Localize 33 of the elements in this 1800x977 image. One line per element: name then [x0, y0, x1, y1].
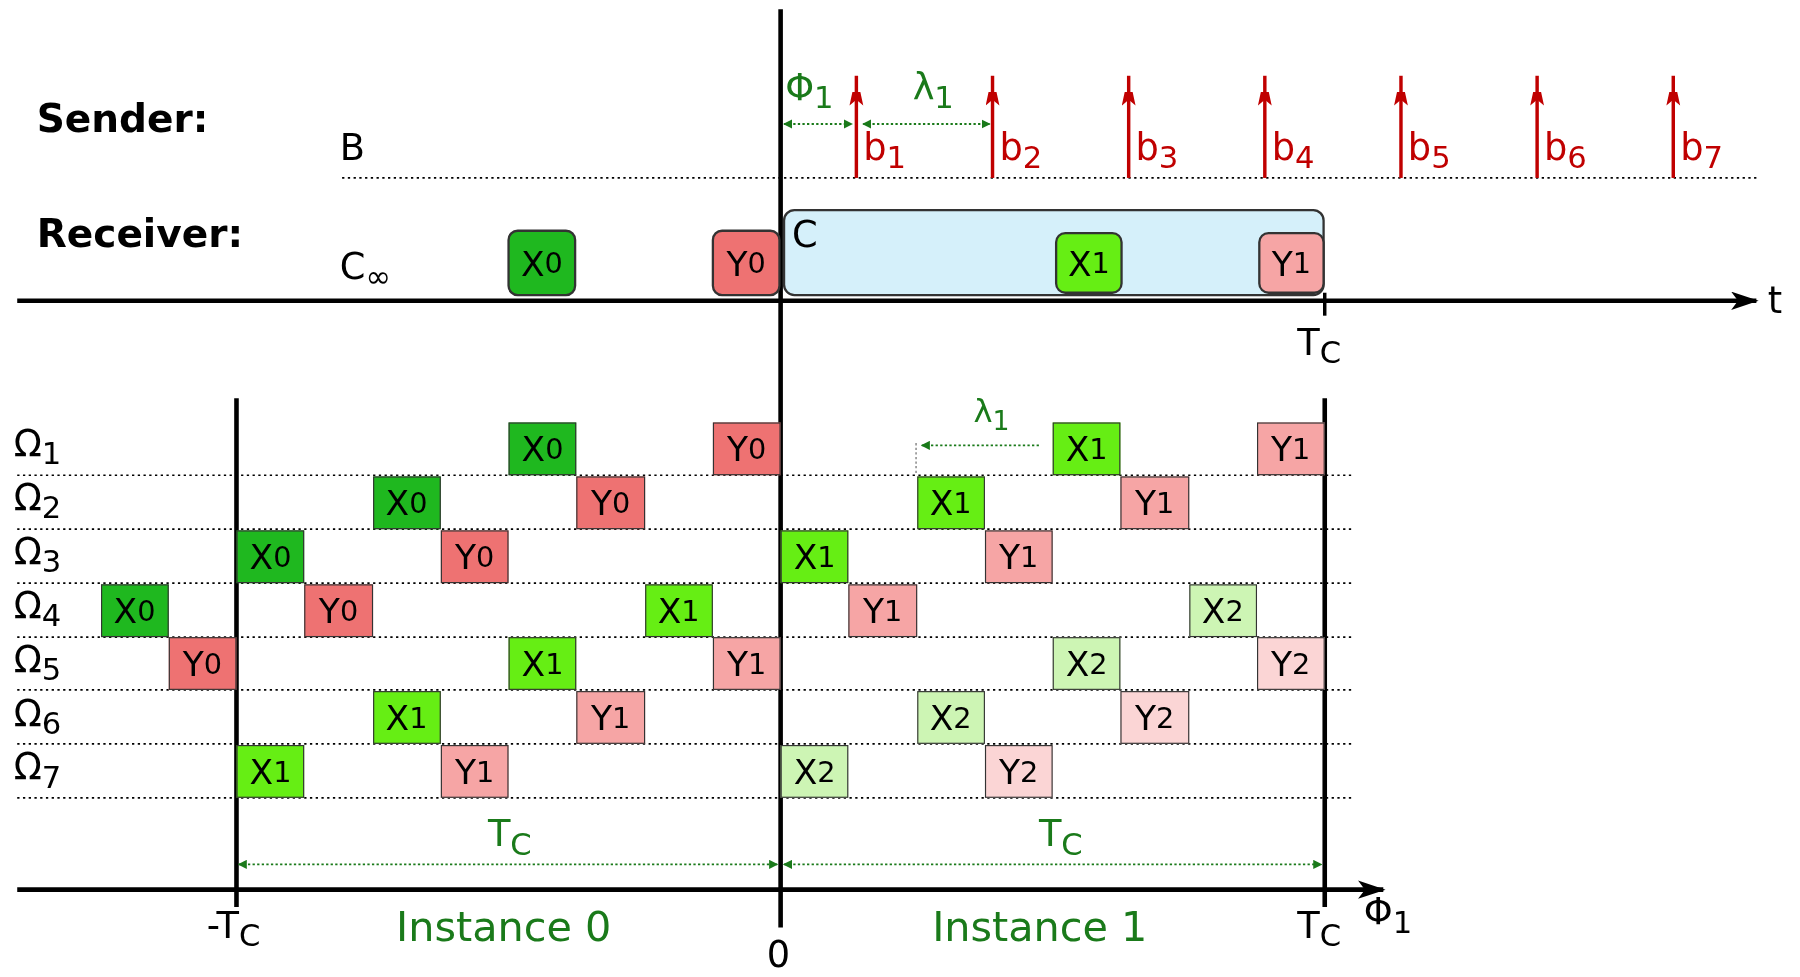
row-label: Ω$_{3}$: [13, 532, 62, 578]
beacon-label: b$_{2}$: [999, 128, 1043, 174]
signal-label: C$_{∞}$: [339, 247, 391, 293]
row-label: Ω$_{4}$: [13, 586, 62, 632]
dimension-label: λ$_{1}$: [912, 68, 954, 114]
dimension-label: T$_{C}$: [1038, 815, 1083, 860]
window-label: C: [792, 215, 818, 253]
tick-label: -T$_{C}$: [206, 906, 261, 952]
axis-label: t: [1767, 282, 1783, 320]
beacon-label: b$_{6}$: [1544, 128, 1587, 174]
dimension-label: Φ$_{1}$: [785, 68, 834, 114]
beacon-label: b$_{7}$: [1680, 128, 1723, 174]
dimension-label: λ$_{1}$: [973, 396, 1010, 435]
beacon-label: b$_{1}$: [863, 128, 907, 174]
beacon-label: b$_{4}$: [1271, 128, 1315, 174]
row-label: Receiver:: [36, 213, 244, 253]
instance-label: Instance 1: [932, 906, 1148, 949]
row-label: Ω$_{5}$: [13, 640, 62, 686]
beacon-label: b$_{5}$: [1407, 128, 1451, 174]
row-label: Ω$_{1}$: [13, 424, 62, 470]
tick-label: 0: [766, 935, 791, 973]
row-label: Ω$_{7}$: [13, 748, 62, 794]
dimension-label: T$_{C}$: [487, 815, 532, 860]
beacon-label: b$_{3}$: [1135, 128, 1179, 174]
row-label: Ω$_{6}$: [13, 694, 62, 740]
axis-label: Φ$_{1}$: [1363, 893, 1413, 938]
signal-label: B: [339, 128, 365, 166]
instance-label: Instance 0: [396, 906, 612, 949]
row-label: Sender:: [36, 98, 209, 138]
window-box: [782, 208, 1325, 297]
row-label: Ω$_{2}$: [13, 478, 62, 524]
tick-label: T$_{C}$: [1297, 906, 1341, 952]
tick-label: T$_{C}$: [1297, 323, 1341, 369]
